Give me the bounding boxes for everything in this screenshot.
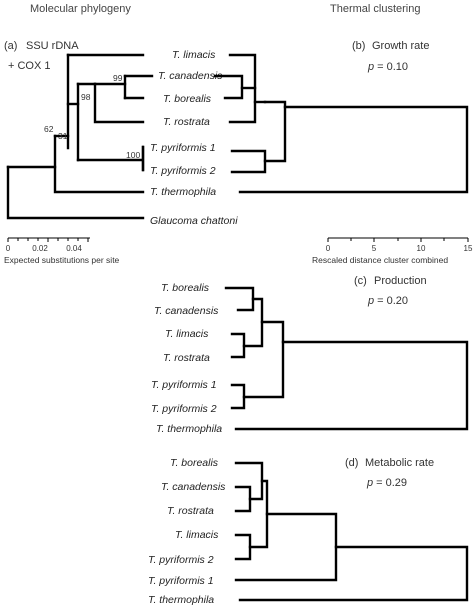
panel-a-marker-2: + COX 1: [8, 60, 51, 72]
c-taxon-t-canadensis: T. canadensis: [154, 305, 219, 317]
p-symbol: p: [367, 61, 374, 73]
production-dendrogram: [224, 286, 469, 431]
branch-node-62: [53, 134, 145, 194]
scale-tick-0-02: 0.02: [32, 244, 48, 253]
scale-axis-ticks: [7, 238, 89, 242]
panel-b: (b) Growth rate p= 0.10 0 5 10 15 Rescal…: [213, 40, 473, 265]
c-link-bor-can: [224, 286, 255, 312]
bootstrap-100: 100: [126, 150, 140, 160]
panel-a-label: (a): [4, 40, 17, 52]
c-link-root: [234, 340, 469, 431]
branch-node-upper: [93, 82, 145, 124]
panel-a: (a) SSU rDNA + COX 1 T. limacis T. canad…: [4, 40, 238, 265]
bootstrap-99: 99: [113, 73, 123, 83]
distance-tick-10: 10: [417, 244, 426, 253]
panel-a-marker: SSU rDNA: [26, 40, 79, 52]
heading-molecular-phylogeny: Molecular phylogeny: [30, 3, 131, 15]
panel-d-label: (d): [345, 457, 358, 469]
a-taxon-t-canadensis: T. canadensis: [158, 70, 223, 82]
distance-tick-5: 5: [372, 244, 377, 253]
a-taxon-t-pyriformis-1: T. pyriformis 1: [150, 142, 216, 154]
rescaled-distance-axis: 0 5 10 15 Rescaled distance cluster comb…: [312, 237, 473, 265]
panel-c: (c) Production p= 0.20 T. borealis T. ca…: [151, 275, 469, 435]
d-taxon-t-pyriformis-1: T. pyriformis 1: [148, 575, 214, 587]
distance-axis-label: Rescaled distance cluster combined: [312, 255, 448, 265]
panel-d-p-value: p= 0.29: [366, 477, 407, 489]
p-value-text: = 0.20: [377, 295, 408, 307]
branch-root: [6, 165, 145, 220]
p-symbol: p: [366, 477, 373, 489]
metabolic-dendrogram: [234, 461, 469, 602]
c-taxon-t-pyriformis-2: T. pyriformis 2: [151, 403, 217, 415]
c-taxon-t-limacis: T. limacis: [165, 328, 209, 340]
a-taxon-t-rostrata: T. rostrata: [163, 116, 210, 128]
a-taxon-glaucoma-chattoni: Glaucoma chattoni: [150, 215, 238, 227]
d-taxon-t-canadensis: T. canadensis: [161, 481, 226, 493]
b-link-pyriformis: [230, 149, 267, 174]
b-link-root: [238, 105, 469, 194]
d-taxon-t-limacis: T. limacis: [175, 529, 219, 541]
d-link-root: [238, 545, 469, 602]
d-link-can-rost: [234, 485, 252, 513]
panel-b-label: (b): [352, 40, 365, 52]
p-value-text: = 0.10: [377, 61, 408, 73]
growth-dendrogram: [213, 53, 469, 194]
panel-b-p-value: p= 0.10: [367, 61, 408, 73]
p-value-text: = 0.29: [376, 477, 407, 489]
panel-b-title: Growth rate: [372, 40, 429, 52]
a-taxon-t-limacis: T. limacis: [172, 49, 216, 61]
a-taxon-t-thermophila: T. thermophila: [150, 186, 216, 198]
c-link-pyriformis: [230, 383, 246, 410]
d-taxon-t-thermophila: T. thermophila: [148, 594, 214, 606]
panel-c-title: Production: [374, 275, 427, 287]
bootstrap-31: 31: [58, 131, 68, 141]
panel-c-label: (c): [354, 275, 367, 287]
distance-axis-ticks: [327, 238, 469, 242]
c-taxon-t-thermophila: T. thermophila: [156, 423, 222, 435]
a-taxon-t-borealis: T. borealis: [163, 93, 212, 105]
panel-d-title: Metabolic rate: [365, 457, 434, 469]
panel-c-p-value: p= 0.20: [367, 295, 408, 307]
phylogeny-branches: [6, 53, 154, 220]
scale-tick-0-04: 0.04: [66, 244, 82, 253]
c-link-lim-rost: [230, 332, 246, 359]
c-taxon-t-pyriformis-1: T. pyriformis 1: [151, 379, 217, 391]
d-taxon-t-borealis: T. borealis: [170, 457, 219, 469]
c-link-b-join: [242, 320, 285, 399]
d-link-lim-pyr2: [234, 533, 252, 561]
b-link-b-join: [263, 100, 287, 163]
heading-thermal-clustering: Thermal clustering: [330, 3, 420, 15]
bootstrap-98: 98: [81, 92, 91, 102]
d-taxon-t-rostrata: T. rostrata: [167, 505, 214, 517]
phylogeny-scale-axis: 0 0.02 0.04 Expected substitutions per s…: [4, 237, 120, 265]
d-link-a-join: [248, 479, 269, 549]
scale-tick-0: 0: [6, 244, 11, 253]
c-taxon-t-rostrata: T. rostrata: [163, 352, 210, 364]
distance-tick-15: 15: [464, 244, 473, 253]
distance-tick-0: 0: [326, 244, 331, 253]
bootstrap-62: 62: [44, 124, 54, 134]
d-taxon-t-pyriformis-2: T. pyriformis 2: [148, 554, 214, 566]
panel-d: (d) Metabolic rate p= 0.29 T. borealis T…: [148, 457, 469, 606]
c-taxon-t-borealis: T. borealis: [161, 282, 210, 294]
p-symbol: p: [367, 295, 374, 307]
scale-axis-label: Expected substitutions per site: [4, 255, 120, 265]
a-taxon-t-pyriformis-2: T. pyriformis 2: [150, 165, 216, 177]
